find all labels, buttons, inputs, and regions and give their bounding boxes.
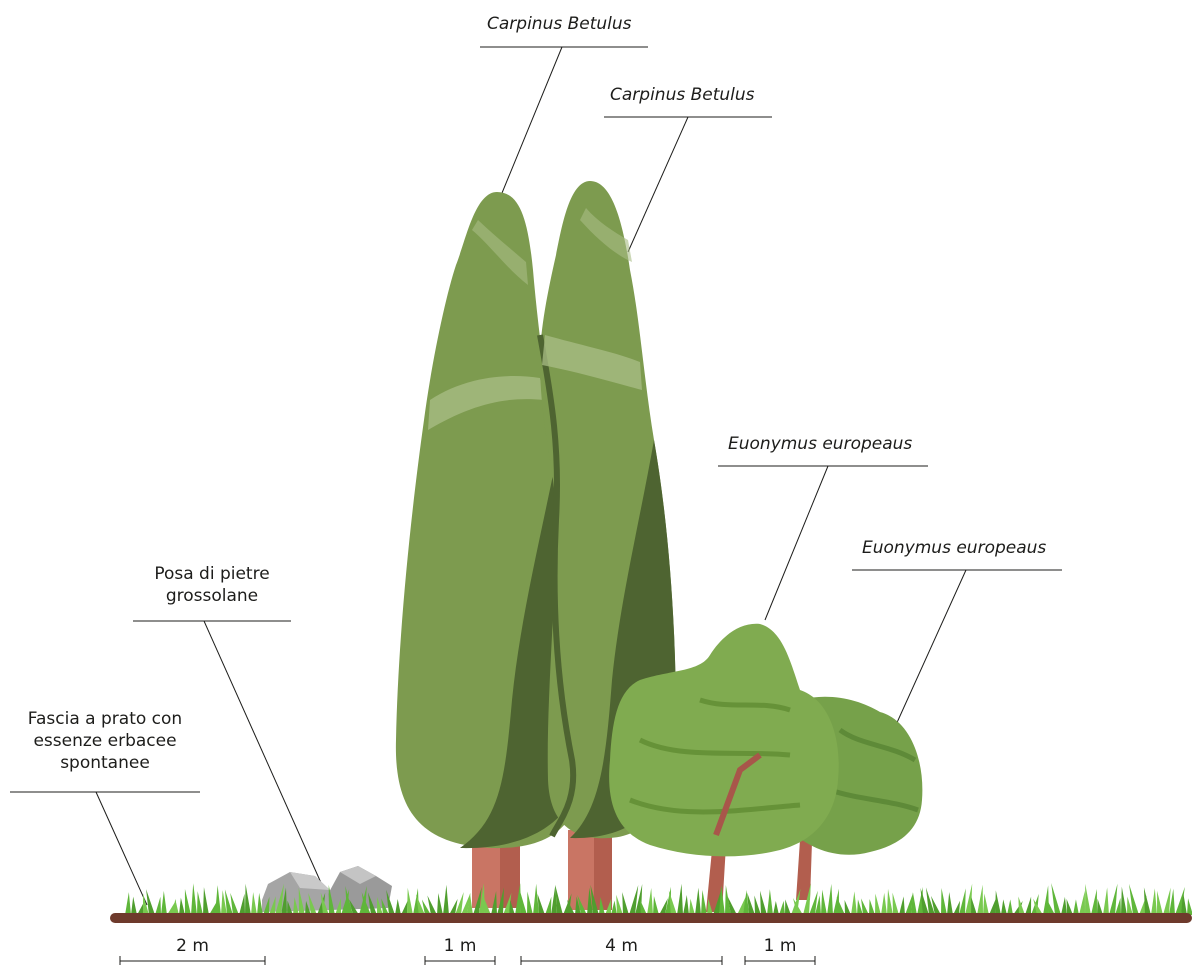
grass-blade	[875, 894, 881, 915]
grass-blade	[861, 898, 869, 915]
grass-blade	[1103, 887, 1109, 915]
grass-blade	[851, 891, 857, 915]
dimension-label-1m-b: 1 m	[745, 936, 815, 956]
grass-blade	[760, 891, 767, 915]
grass-blade	[989, 898, 996, 915]
grass-blade	[245, 884, 251, 915]
grass-blade	[1079, 891, 1085, 915]
grass-blade	[1073, 899, 1079, 915]
grass-blade	[407, 888, 413, 915]
grass-blade	[869, 899, 875, 915]
grass-blade	[527, 892, 533, 915]
grass-blade	[785, 899, 791, 915]
trunk-right-shade	[594, 830, 612, 910]
grass-blade	[185, 889, 191, 915]
grass-blade	[545, 897, 551, 915]
label-lawn-line2: essenze erbacee	[10, 730, 200, 752]
grass-blade	[653, 896, 659, 915]
grass-blade	[827, 884, 833, 915]
grass-blade	[1091, 889, 1097, 915]
grass-blade	[887, 889, 893, 915]
grass-blade	[401, 901, 408, 915]
grass-blade	[695, 888, 701, 915]
dimension-label-1m-a: 1 m	[425, 936, 495, 956]
grass-blade	[239, 894, 245, 915]
label-stones-line1: Posa di pietre	[133, 563, 291, 585]
grass-blade	[983, 894, 989, 915]
grass-blade	[640, 899, 647, 915]
grass-blade	[622, 892, 629, 915]
grass-blade	[395, 899, 401, 915]
grass-blade	[1067, 899, 1073, 915]
grass-blade	[881, 893, 887, 915]
label-stones-line2: grossolane	[133, 585, 291, 607]
grass-blade	[754, 895, 761, 915]
grass-blade	[953, 901, 960, 915]
grass-blade	[767, 889, 773, 915]
grass-blade	[689, 899, 695, 915]
ground-line	[110, 913, 1192, 923]
grass-blade	[899, 896, 905, 915]
grass-blade	[1051, 883, 1061, 915]
grass-blade	[1085, 884, 1091, 915]
grass-blade	[941, 888, 947, 915]
label-lawn-line3: spontanee	[10, 752, 200, 774]
label-carpinus-betulus-2: Carpinus Betulus	[610, 84, 755, 106]
grass-blade	[125, 892, 131, 915]
dimension-bars	[120, 956, 815, 965]
grass-blade	[1187, 898, 1192, 915]
grass-blade	[725, 885, 731, 915]
grass-blade	[647, 888, 653, 915]
dimension-label-4m: 4 m	[521, 936, 722, 956]
grass-blade	[773, 901, 779, 915]
grass-blade	[1018, 897, 1025, 915]
grass-blade	[437, 893, 443, 915]
grass-blade	[1097, 899, 1103, 915]
grass-blade	[977, 885, 983, 915]
grass-blade	[947, 892, 953, 915]
grass-blade	[1061, 897, 1067, 915]
dimension-label-2m: 2 m	[120, 936, 265, 956]
grass-blade	[1121, 887, 1127, 915]
grass-blade	[893, 893, 899, 915]
label-lawn-line1: Fascia a prato con	[10, 708, 200, 730]
grass-blade	[215, 885, 221, 915]
grass-blade	[1144, 887, 1151, 915]
grass-blade	[677, 884, 683, 915]
grass-blade	[179, 898, 185, 915]
grass-blade	[995, 890, 1001, 915]
grass-blade	[443, 885, 449, 915]
grass-blade	[683, 895, 689, 915]
grass-blade	[1109, 884, 1118, 915]
grass-blade	[779, 901, 785, 915]
grass-blade	[1043, 885, 1049, 915]
grass-blade	[1025, 897, 1031, 915]
label-euonymus-europeaus-2: Euonymus europeaus	[862, 537, 1046, 559]
label-stones: Posa di pietre grossolane	[133, 563, 291, 607]
grass-blade	[203, 887, 209, 915]
grass-blade	[971, 897, 977, 915]
label-euonymus-europeaus-1: Euonymus europeaus	[728, 433, 912, 455]
grass-blade	[197, 891, 203, 915]
grass-blade	[616, 895, 623, 915]
grass-blade	[845, 900, 851, 915]
grass-blade	[1007, 899, 1013, 915]
grass-blade	[191, 883, 197, 915]
label-carpinus-betulus-1: Carpinus Betulus	[487, 13, 632, 35]
grass-blade	[161, 891, 167, 915]
label-lawn-strip: Fascia a prato con essenze erbacee spont…	[10, 708, 200, 774]
grass-blade	[1163, 887, 1171, 915]
grass-blade	[959, 888, 966, 915]
grass-blade	[251, 892, 257, 915]
grass-blade	[1151, 888, 1157, 915]
grass-blade	[131, 897, 137, 915]
grass-blade	[1001, 899, 1007, 915]
grass-blade	[1157, 891, 1163, 915]
grass-blade	[821, 890, 827, 915]
grass-blade	[701, 890, 707, 915]
grass-blade	[155, 897, 161, 915]
